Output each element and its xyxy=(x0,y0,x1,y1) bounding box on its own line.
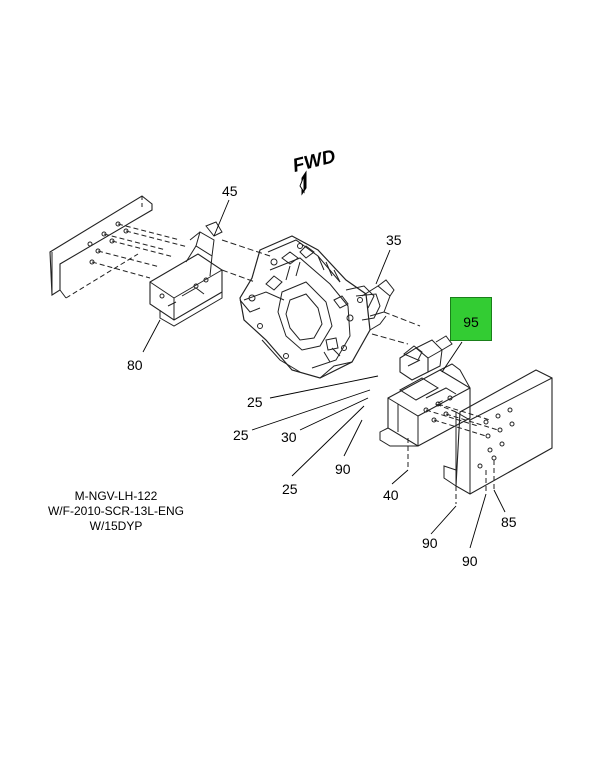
callout-90-left[interactable]: 90 xyxy=(335,461,351,477)
left-chevron-arrow-icon xyxy=(299,170,307,196)
diagram-caption: M-NGV-LH-122 W/F-2010-SCR-13L-ENG W/15DY… xyxy=(36,489,196,534)
caption-line-2: W/F-2010-SCR-13L-ENG xyxy=(47,504,185,518)
caption-line-3: W/15DYP xyxy=(89,519,143,533)
left-engine-mount-bracket xyxy=(149,221,271,327)
callout-30[interactable]: 30 xyxy=(281,429,297,445)
right-engine-mount-bracket xyxy=(379,363,499,504)
callout-25-upper[interactable]: 25 xyxy=(247,394,263,410)
leader-lines xyxy=(142,199,506,549)
callout-40[interactable]: 40 xyxy=(383,487,399,503)
caption-line-1: M-NGV-LH-122 xyxy=(74,489,158,503)
highlighted-callout-95[interactable]: 95 xyxy=(450,297,492,341)
flywheel-housing xyxy=(239,235,421,379)
callout-80[interactable]: 80 xyxy=(127,357,143,373)
callout-25-middle[interactable]: 25 xyxy=(233,427,249,443)
right-isolator xyxy=(399,335,453,381)
callout-25-lower[interactable]: 25 xyxy=(282,481,298,497)
callout-35[interactable]: 35 xyxy=(386,232,402,248)
right-frame-rail-bracket xyxy=(434,369,553,495)
callout-90-lower[interactable]: 90 xyxy=(462,553,478,569)
callout-95-label: 95 xyxy=(463,314,479,330)
left-frame-rail-bracket xyxy=(49,195,189,299)
callout-45[interactable]: 45 xyxy=(222,183,238,199)
callout-90-middle[interactable]: 90 xyxy=(422,535,438,551)
callout-85[interactable]: 85 xyxy=(501,514,517,530)
